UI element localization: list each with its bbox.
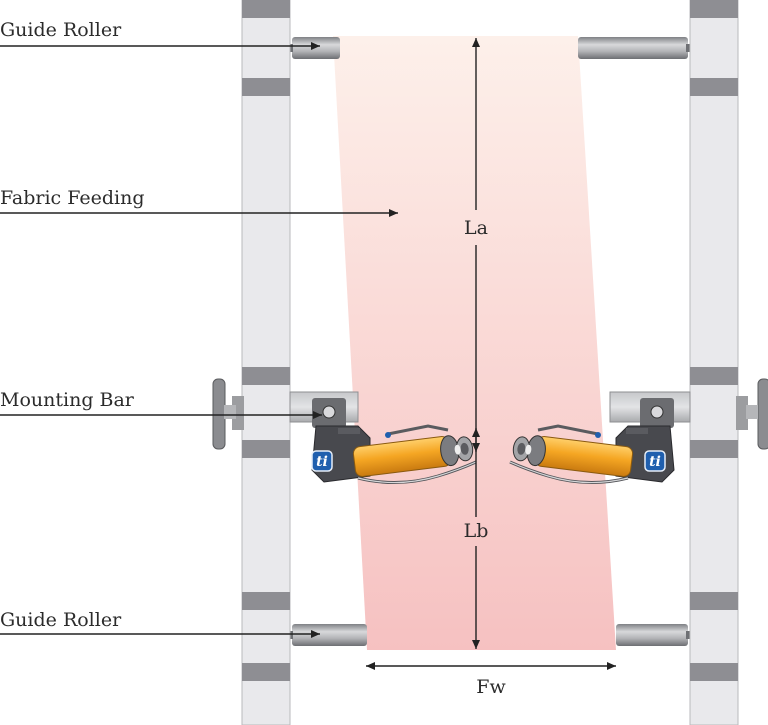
brand-logo-right: ti: [644, 450, 666, 472]
la-label: La: [464, 217, 488, 239]
frame-right: [689, 0, 739, 725]
guide-roller-bottom-label: Guide Roller: [0, 609, 122, 631]
fabric-web: [333, 36, 616, 650]
brand-logo-left: ti: [311, 450, 333, 472]
guide-roller-top-label: Guide Roller: [0, 19, 122, 41]
brand-logo-text-right: ti: [649, 454, 661, 470]
fabric-feeding-label: Fabric Feeding: [0, 187, 145, 209]
lb-label: Lb: [464, 520, 489, 542]
frame-left: [241, 0, 291, 725]
brand-logo-text-left: ti: [316, 454, 328, 470]
fw-label: Fw: [476, 676, 506, 698]
mounting-bar-label: Mounting Bar: [0, 389, 135, 411]
guide-roller-bottom: [287, 624, 692, 646]
